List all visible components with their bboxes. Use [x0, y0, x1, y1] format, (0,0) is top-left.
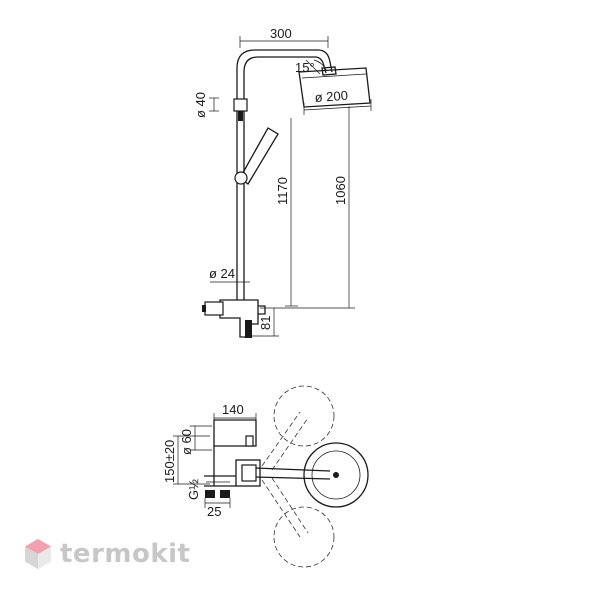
plan-head-outer [303, 442, 369, 508]
outlet [245, 320, 252, 338]
label-25: 25 [207, 504, 221, 519]
lower-rotation-circle [273, 506, 335, 568]
side-elevation [202, 36, 372, 338]
label-140: 140 [222, 402, 244, 417]
mixer-body [219, 299, 259, 338]
label-center-distance: 150±20 [162, 440, 177, 483]
plan-mixer [213, 419, 257, 447]
label-1170: 1170 [275, 177, 290, 205]
label-thread: G½ [186, 479, 201, 500]
brand-watermark: termokit [24, 538, 190, 570]
label-300: 300 [270, 26, 292, 41]
riser-pipe-inner [243, 56, 327, 300]
riser-pipe [236, 49, 333, 300]
slider [234, 171, 248, 185]
label-head-diameter: ø 200 [314, 88, 348, 105]
mixer-handle [204, 301, 224, 316]
label-pipe-diameter: ø 24 [209, 266, 235, 281]
plan-valve [241, 464, 257, 482]
plan-arm [254, 467, 331, 472]
shower-head [298, 67, 371, 108]
upper-rotation-circle [273, 385, 335, 447]
hexagon-logo-icon [25, 539, 51, 569]
label-bar-diameter: ø 40 [193, 92, 208, 118]
plan-head-inner [311, 450, 361, 500]
label-81: 81 [258, 316, 273, 330]
bar-bracket [233, 98, 248, 112]
plan-view [173, 385, 369, 568]
head-joint [321, 66, 337, 76]
label-mixer-diameter: ø 60 [179, 429, 194, 455]
brand-name: termokit [60, 539, 191, 569]
label-angle: 15° [295, 60, 315, 75]
label-1060: 1060 [333, 176, 348, 205]
